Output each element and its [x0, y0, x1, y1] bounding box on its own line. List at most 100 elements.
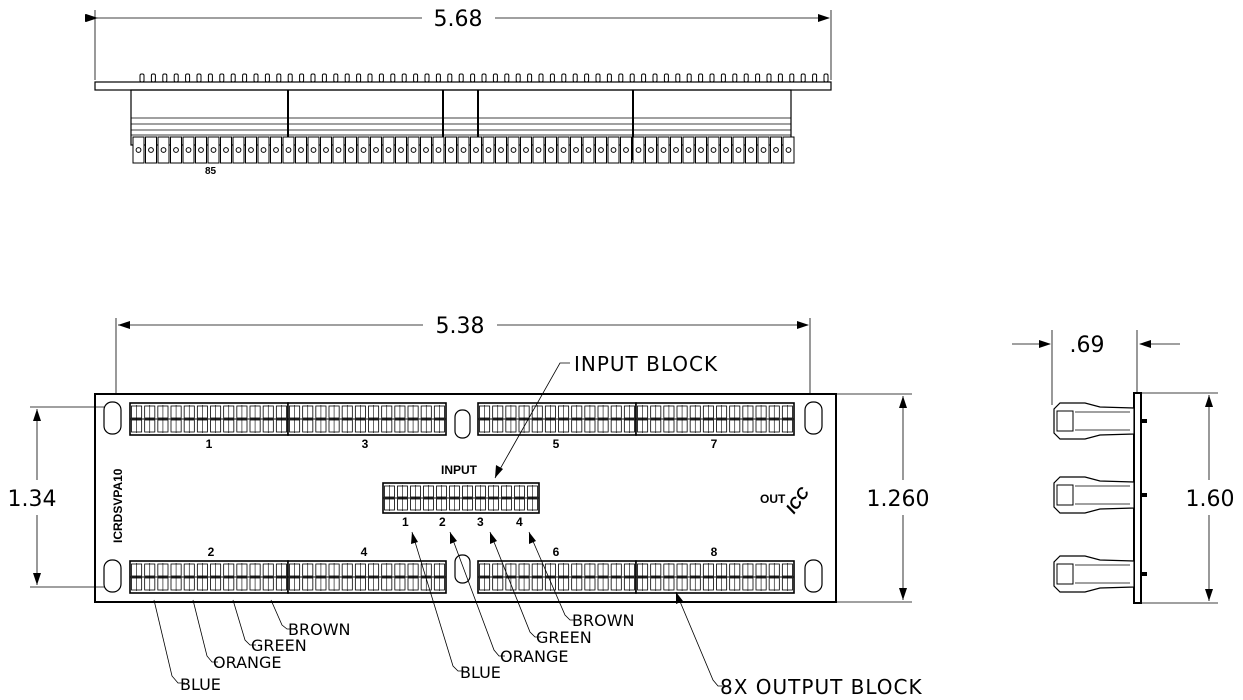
top-contact [682, 136, 695, 164]
top-pin [264, 73, 270, 83]
block-label-4: 4 [361, 545, 368, 559]
output-block [382, 482, 540, 514]
top-pin [276, 73, 282, 83]
top-contact [620, 136, 632, 164]
top-pin [185, 73, 191, 83]
top-pin [572, 73, 578, 83]
jack-body [1053, 476, 1135, 514]
top-contact [507, 136, 520, 164]
top-contact-hole [273, 147, 279, 153]
output-block [635, 560, 795, 594]
output-block [477, 560, 637, 594]
top-contact-hole [373, 147, 379, 153]
top-pin [310, 73, 316, 83]
top-contact [320, 136, 332, 164]
top-pin [561, 73, 567, 83]
top-contact-hole [573, 147, 579, 153]
top-pin [743, 73, 749, 83]
top-contact-hole [623, 147, 629, 153]
dim-side-depth: .69 [1070, 333, 1105, 358]
top-contact [657, 136, 670, 164]
top-pin [504, 73, 510, 83]
top-pin [253, 73, 259, 83]
top-contact [782, 136, 795, 164]
jack-pin [1141, 419, 1147, 423]
top-pin [823, 73, 829, 83]
top-contact-hole [585, 147, 592, 153]
top-contact-hole [260, 147, 267, 153]
top-contact [195, 136, 207, 164]
top-contact [670, 136, 682, 164]
top-pin [424, 73, 430, 83]
output-block [287, 402, 447, 436]
top-contact-hole [423, 147, 429, 153]
top-contact [207, 136, 220, 164]
top-pin [196, 73, 202, 83]
callout-in-blue: BLUE [460, 663, 501, 682]
top-pin [287, 73, 293, 83]
dim-panel-height: 1.260 [867, 487, 930, 512]
rear-marking: 85 [205, 166, 217, 177]
top-contact [607, 136, 620, 164]
top-contact-hole [460, 147, 467, 153]
top-pin [242, 73, 248, 83]
top-pin [777, 73, 783, 83]
top-contact-hole [598, 147, 604, 153]
block-label-5: 5 [553, 437, 560, 451]
top-pin [481, 73, 487, 83]
input-pair-2: 2 [439, 515, 446, 529]
top-pin [606, 73, 612, 83]
top-contact-hole [773, 147, 779, 153]
top-pin [549, 73, 555, 83]
top-pin [584, 73, 590, 83]
mounting-slots [103, 401, 823, 593]
top-contact-hole [660, 147, 667, 153]
top-contact-hole [648, 147, 654, 153]
top-pin [641, 73, 647, 83]
top-pin [766, 73, 772, 83]
output-blocks [129, 402, 795, 594]
top-contact-hole [548, 147, 554, 153]
block-label-6: 6 [553, 545, 560, 559]
top-view: 5.68 85 [85, 7, 832, 177]
callout-in-green: GREEN [536, 628, 592, 647]
top-contact-hole [385, 147, 392, 153]
top-contact-hole [723, 147, 729, 153]
dim-side-height: 1.60 [1186, 487, 1235, 512]
callout-output-block: 8X OUTPUT BLOCK [720, 675, 923, 699]
side-jacks [1053, 402, 1147, 593]
top-contact [270, 136, 282, 164]
side-view: .69 1.60 [1012, 330, 1235, 604]
top-contact-hole [210, 147, 217, 153]
top-contact-hole [748, 147, 754, 153]
output-block [129, 402, 289, 436]
top-contact [570, 136, 582, 164]
top-contact-hole [335, 147, 342, 153]
top-contact-hole [410, 147, 417, 153]
top-contact [245, 136, 257, 164]
jack-body [1053, 402, 1135, 440]
top-contact [432, 136, 445, 164]
top-pin [230, 73, 236, 83]
model-label: ICRDSVPA10 [111, 468, 125, 543]
input-block [382, 482, 540, 514]
top-contact [132, 136, 145, 164]
top-pin [652, 73, 658, 83]
top-contact [545, 136, 557, 164]
top-pin [150, 73, 156, 83]
top-pin [595, 73, 601, 83]
top-contact-hole [398, 147, 404, 153]
top-contact-hole [223, 147, 229, 153]
top-contact-hole [160, 147, 167, 153]
side-jack [1053, 476, 1147, 514]
top-pin [709, 73, 715, 83]
top-pin [356, 73, 362, 83]
top-contact-hole [173, 147, 179, 153]
top-pin [538, 73, 544, 83]
top-contact-hole [485, 147, 492, 153]
top-contact [707, 136, 720, 164]
top-contact [532, 136, 545, 164]
top-contact [357, 136, 370, 164]
input-pair-3: 3 [477, 515, 484, 529]
